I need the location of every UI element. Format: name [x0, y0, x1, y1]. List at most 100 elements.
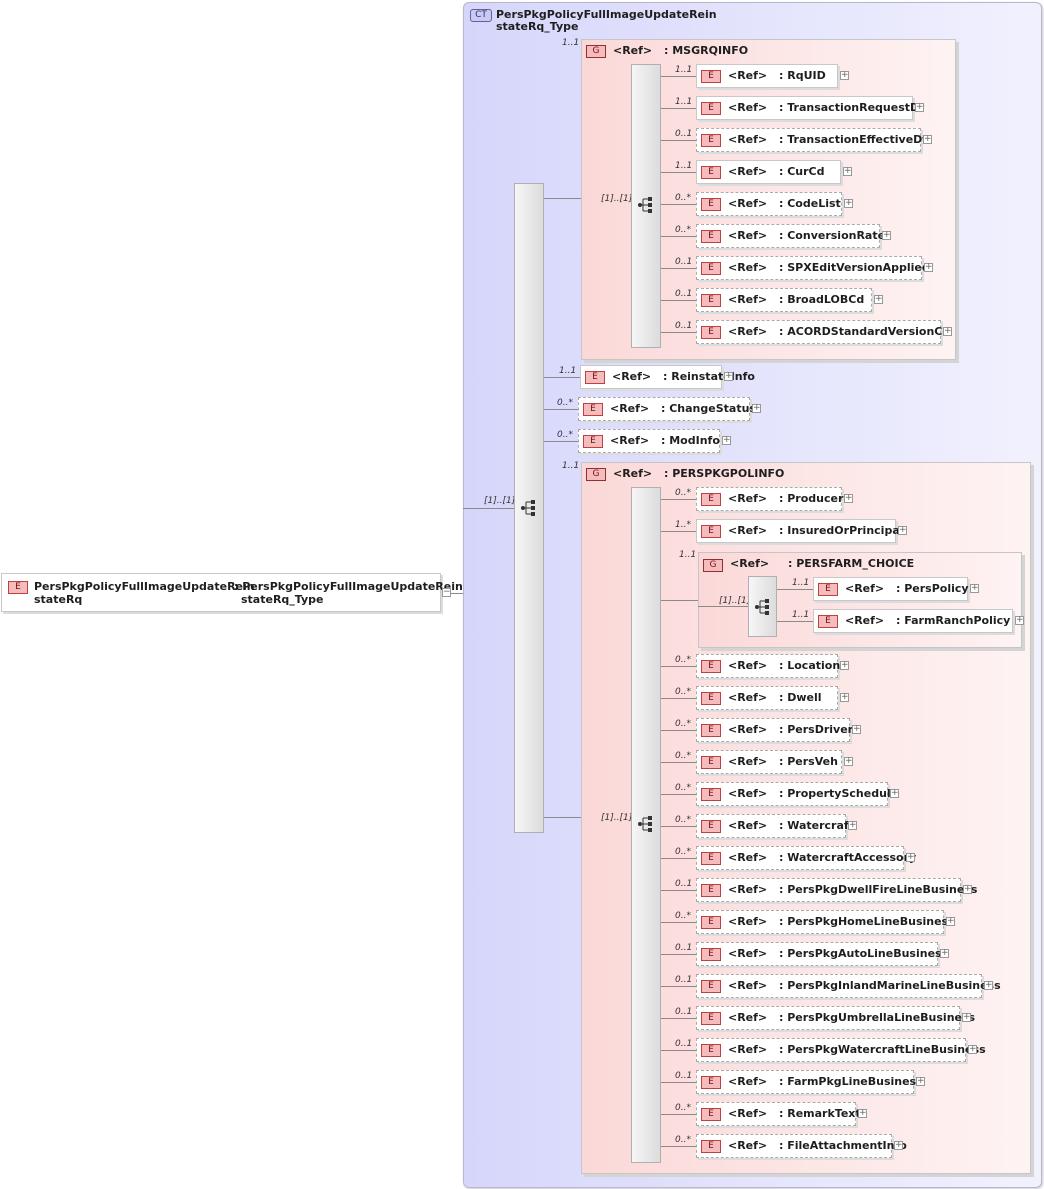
element-mod-info[interactable]: E<Ref>: ModInfo — [578, 429, 720, 453]
element-pers-pkg-umbrella-line-business[interactable]: E<Ref>: PersPkgUmbrellaLineBusiness — [696, 1006, 975, 1030]
element-name-pers-pkg-home-line-business: : PersPkgHomeLineBusiness — [779, 915, 955, 928]
expand-icon-code-list[interactable]: + — [844, 198, 853, 208]
element-cur-cd[interactable]: E<Ref>: CurCd — [696, 160, 841, 184]
outer-sequence-icon — [521, 500, 535, 516]
element-ref-dwell: <Ref> — [728, 691, 768, 704]
element-watercraft[interactable]: E<Ref>: Watercraft — [696, 814, 854, 838]
expand-icon-transaction-request-dt[interactable]: + — [915, 102, 924, 112]
connector-pers-pkg-home-line-business — [661, 922, 696, 923]
expand-icon-pers-pkg-watercraft-line-business[interactable]: + — [968, 1044, 977, 1054]
expand-icon-pers-policy[interactable]: + — [970, 583, 979, 593]
element-watercraft-accessory[interactable]: E<Ref>: WatercraftAccessory — [696, 846, 916, 870]
element-badge-watercraft: E — [701, 820, 721, 833]
element-name-location: : Location — [779, 659, 841, 672]
expand-icon-pers-pkg-dwell-fire-line-business[interactable]: + — [963, 884, 972, 894]
cardinality-pers-policy: 1..1 — [792, 578, 810, 588]
perspkgpolinfo-sequence-icon — [638, 816, 652, 832]
element-broad-lobcd[interactable]: E<Ref>: BroadLOBCd — [696, 288, 872, 312]
expand-icon-pers-pkg-home-line-business[interactable]: + — [946, 916, 955, 926]
expand-icon-watercraft[interactable]: + — [848, 820, 857, 830]
expand-icon-rq-uid[interactable]: + — [840, 70, 849, 80]
element-conversion-rate[interactable]: E<Ref>: ConversionRate — [696, 224, 885, 248]
element-name-insured-or-principal: : InsuredOrPrincipal — [779, 524, 904, 537]
element-reinstate-info[interactable]: E<Ref>: ReinstateInfo — [580, 365, 755, 389]
expand-icon-broad-lobcd[interactable]: + — [874, 294, 883, 304]
expand-icon-file-attachment-info[interactable]: + — [894, 1140, 903, 1150]
element-dwell[interactable]: E<Ref>: Dwell — [696, 686, 838, 710]
element-insured-or-principal[interactable]: E<Ref>: InsuredOrPrincipal — [696, 519, 904, 543]
element-ref-rq-uid: <Ref> — [728, 69, 768, 82]
element-transaction-request-dt[interactable]: E<Ref>: TransactionRequestDt — [696, 96, 924, 120]
element-pers-pkg-dwell-fire-line-business[interactable]: E<Ref>: PersPkgDwellFireLineBusiness — [696, 878, 977, 902]
expand-icon-pers-veh[interactable]: + — [844, 756, 853, 766]
expand-icon-pers-pkg-umbrella-line-business[interactable]: + — [962, 1012, 971, 1022]
element-rq-uid[interactable]: E<Ref>: RqUID — [696, 64, 838, 88]
element-ref-producer: <Ref> — [728, 492, 768, 505]
cardinality-rq-uid: 1..1 — [675, 65, 693, 75]
element-name-pers-pkg-watercraft-line-business: : PersPkgWatercraftLineBusiness — [779, 1043, 986, 1056]
expand-icon-cur-cd[interactable]: + — [843, 166, 852, 176]
perspkgpolinfo-cardinality: 1..1 — [562, 461, 580, 471]
expand-icon-producer[interactable]: + — [844, 493, 853, 503]
element-name-pers-veh: : PersVeh — [779, 755, 838, 768]
expand-icon-dwell[interactable]: + — [840, 692, 849, 702]
expand-icon-remark-text[interactable]: + — [858, 1108, 867, 1118]
element-ref-transaction-effective-dt: <Ref> — [728, 133, 768, 146]
element-ref-pers-veh: <Ref> — [728, 755, 768, 768]
element-transaction-effective-dt[interactable]: E<Ref>: TransactionEffectiveDt — [696, 128, 928, 152]
element-producer[interactable]: E<Ref>: Producer — [696, 487, 843, 511]
expand-icon-spxedit-version-applied[interactable]: + — [924, 262, 933, 272]
element-spxedit-version-applied[interactable]: E<Ref>: SPXEditVersionApplied — [696, 256, 930, 280]
element-file-attachment-info[interactable]: E<Ref>: FileAttachmentInfo — [696, 1134, 907, 1158]
element-pers-pkg-auto-line-business[interactable]: E<Ref>: PersPkgAutoLineBusiness — [696, 942, 948, 966]
element-acordstandard-version-cd[interactable]: E<Ref>: ACORDStandardVersionCd — [696, 320, 950, 344]
element-pers-policy[interactable]: E<Ref>: PersPolicy — [813, 577, 969, 601]
element-badge-transaction-request-dt: E — [701, 102, 721, 115]
expand-icon-farm-pkg-line-business[interactable]: + — [916, 1076, 925, 1086]
connector-persfarm-choice — [661, 600, 698, 601]
expand-icon-watercraft-accessory[interactable]: + — [906, 852, 915, 862]
root-collapse-icon[interactable]: − — [442, 587, 451, 597]
expand-icon-pers-pkg-auto-line-business[interactable]: + — [940, 948, 949, 958]
connector-file-attachment-info — [661, 1146, 696, 1147]
element-farm-pkg-line-business[interactable]: E<Ref>: FarmPkgLineBusiness — [696, 1070, 923, 1094]
element-pers-pkg-inland-marine-line-business[interactable]: E<Ref>: PersPkgInlandMarineLineBusiness — [696, 974, 1001, 998]
cardinality-change-status: 0..* — [557, 398, 573, 408]
element-name-pers-pkg-auto-line-business: : PersPkgAutoLineBusiness — [779, 947, 949, 960]
root-element-box[interactable]: E PersPkgPolicyFullImageUpdateRein state… — [1, 573, 463, 612]
element-ref-change-status: <Ref> — [610, 402, 650, 415]
expand-icon-property-schedule[interactable]: + — [890, 788, 899, 798]
element-name-reinstate-info: : ReinstateInfo — [663, 370, 755, 383]
expand-icon-conversion-rate[interactable]: + — [882, 230, 891, 240]
element-property-schedule[interactable]: E<Ref>: PropertySchedule — [696, 782, 898, 806]
element-badge-pers-pkg-home-line-business: E — [701, 916, 721, 929]
expand-icon-pers-pkg-inland-marine-line-business[interactable]: + — [984, 980, 993, 990]
element-pers-veh[interactable]: E<Ref>: PersVeh — [696, 750, 842, 774]
element-name-file-attachment-info: : FileAttachmentInfo — [779, 1139, 907, 1152]
element-farm-ranch-policy[interactable]: E<Ref>: FarmRanchPolicy — [813, 609, 1013, 633]
element-pers-pkg-watercraft-line-business[interactable]: E<Ref>: PersPkgWatercraftLineBusiness — [696, 1038, 986, 1062]
element-badge-dwell: E — [701, 692, 721, 705]
cardinality-pers-driver: 0..* — [675, 719, 691, 729]
cardinality-farm-pkg-line-business: 0..1 — [675, 1071, 693, 1081]
element-badge-insured-or-principal: E — [701, 525, 721, 538]
expand-icon-farm-ranch-policy[interactable]: + — [1015, 615, 1024, 625]
expand-icon-change-status[interactable]: + — [752, 403, 761, 413]
element-remark-text[interactable]: E<Ref>: RemarkText — [696, 1102, 861, 1126]
element-pers-driver[interactable]: E<Ref>: PersDriver — [696, 718, 853, 742]
element-location[interactable]: E<Ref>: Location — [696, 654, 841, 678]
expand-icon-transaction-effective-dt[interactable]: + — [923, 134, 932, 144]
element-change-status[interactable]: E<Ref>: ChangeStatus — [578, 397, 756, 421]
expand-icon-reinstate-info[interactable]: + — [724, 371, 733, 381]
expand-icon-insured-or-principal[interactable]: + — [898, 525, 907, 535]
expand-icon-location[interactable]: + — [840, 660, 849, 670]
element-pers-pkg-home-line-business[interactable]: E<Ref>: PersPkgHomeLineBusiness — [696, 910, 955, 934]
connector-producer — [661, 499, 696, 500]
connector-acordstandard-version-cd — [661, 332, 696, 333]
expand-icon-pers-driver[interactable]: + — [852, 724, 861, 734]
cardinality-insured-or-principal: 1..* — [675, 520, 691, 530]
expand-icon-mod-info[interactable]: + — [722, 435, 731, 445]
expand-icon-acordstandard-version-cd[interactable]: + — [943, 326, 952, 336]
persfarm-choice-badge: G — [703, 559, 723, 572]
element-code-list[interactable]: E<Ref>: CodeList — [696, 192, 842, 216]
